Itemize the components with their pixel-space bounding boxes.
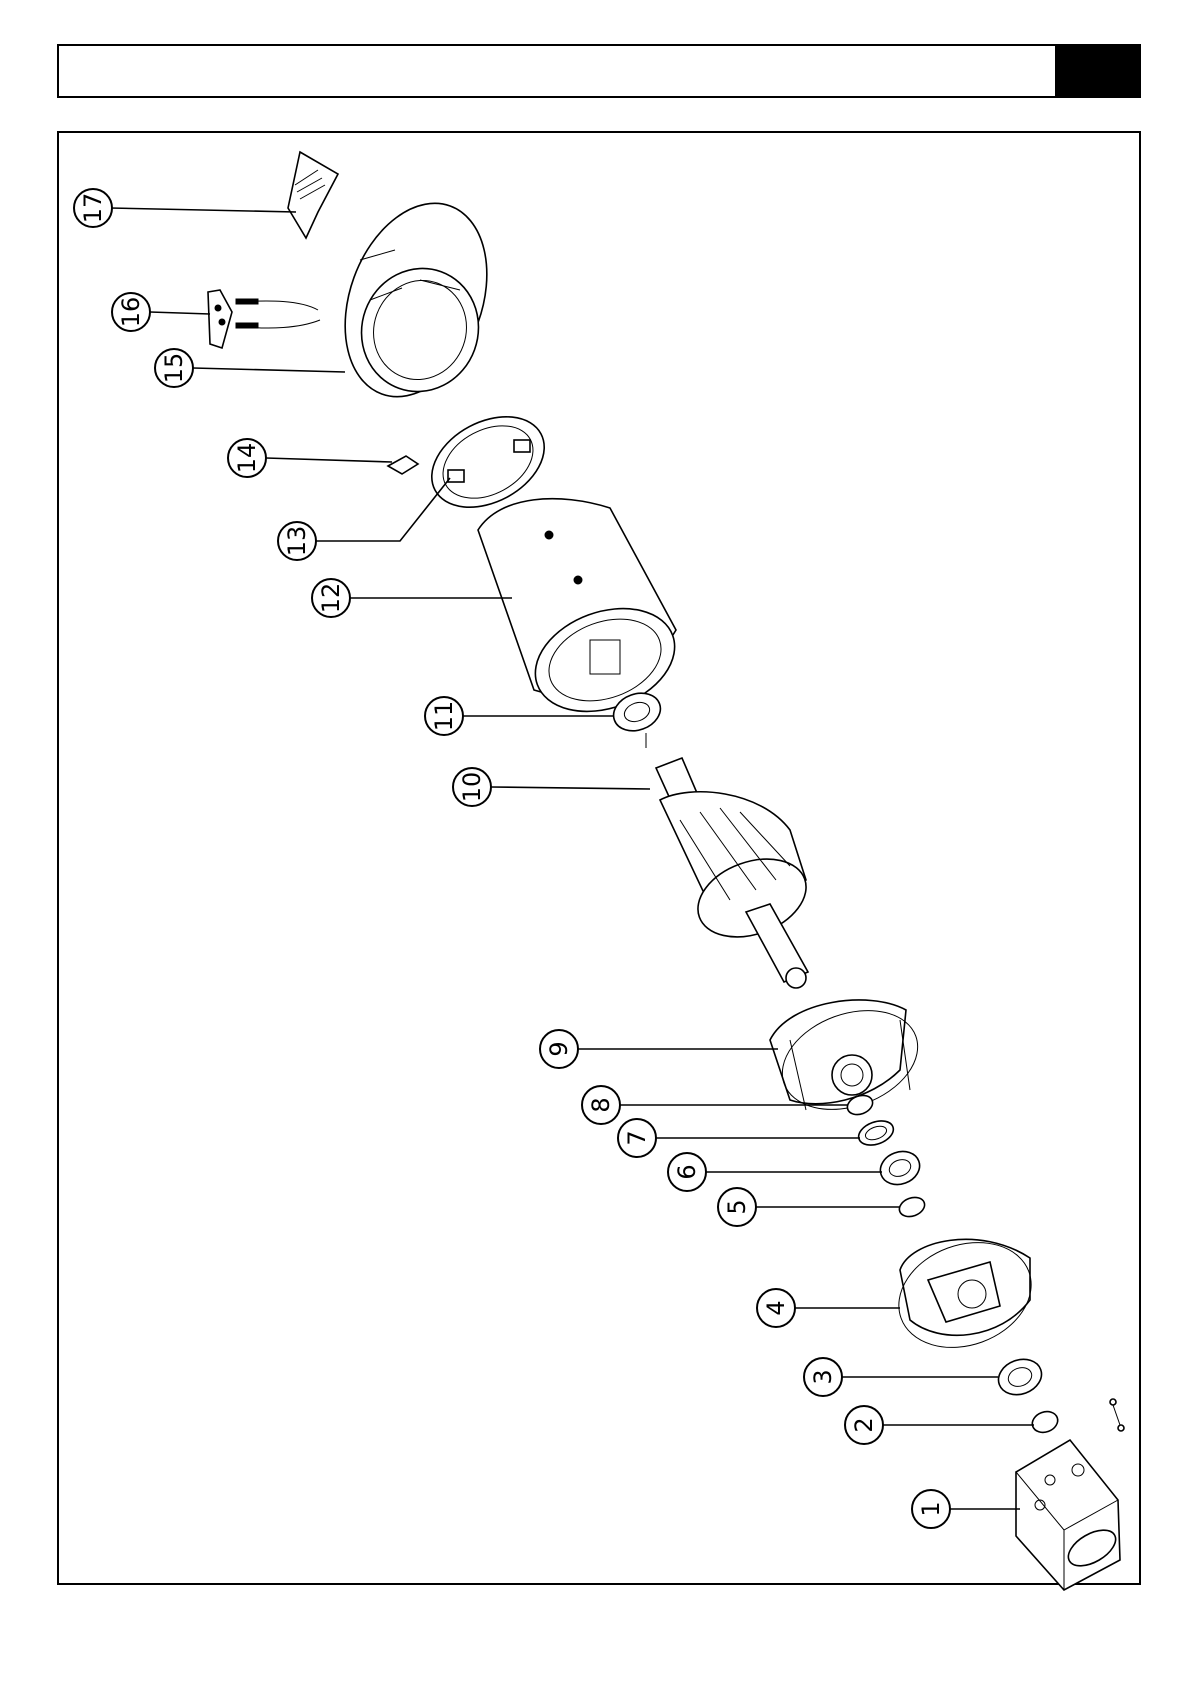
part-4-flange-housing <box>884 1225 1046 1365</box>
leader-15 <box>193 368 345 372</box>
callout-8: 8 <box>582 1086 620 1124</box>
svg-text:16: 16 <box>117 297 145 328</box>
svg-text:6: 6 <box>673 1164 701 1179</box>
callout-12: 12 <box>312 579 350 617</box>
svg-text:17: 17 <box>79 193 107 224</box>
part-2-seal <box>1029 1408 1060 1436</box>
svg-text:11: 11 <box>430 701 458 732</box>
svg-text:1: 1 <box>917 1501 945 1516</box>
part-5-snap-ring <box>897 1194 928 1220</box>
part-3-bearing <box>994 1354 1047 1401</box>
callout-17: 17 <box>74 189 112 227</box>
leader-17 <box>110 208 296 212</box>
callout-2: 2 <box>845 1406 883 1444</box>
callout-10: 10 <box>453 768 491 806</box>
part-6-bearing <box>876 1146 925 1190</box>
callout-3: 3 <box>804 1358 842 1396</box>
leader-13 <box>316 478 450 541</box>
part-1-adapter-block <box>1016 1440 1122 1590</box>
callout-9: 9 <box>540 1030 578 1068</box>
part-14-spring-clip <box>388 456 418 474</box>
svg-text:5: 5 <box>723 1199 751 1214</box>
leader-16 <box>150 312 210 314</box>
svg-text:4: 4 <box>762 1300 790 1315</box>
svg-text:10: 10 <box>458 772 486 803</box>
callout-7: 7 <box>618 1119 656 1157</box>
callout-6: 6 <box>668 1153 706 1191</box>
part-bolt <box>1110 1399 1124 1431</box>
svg-text:2: 2 <box>850 1417 878 1432</box>
part-7-washer <box>855 1117 896 1150</box>
part-10-armature <box>656 758 817 988</box>
svg-text:15: 15 <box>160 353 188 384</box>
svg-text:13: 13 <box>283 526 311 557</box>
callout-5: 5 <box>718 1188 756 1226</box>
callout-16: 16 <box>112 293 150 331</box>
callout-11: 11 <box>425 697 463 735</box>
part-17-cover-plate <box>288 152 338 238</box>
svg-text:14: 14 <box>233 443 261 474</box>
callout-1: 1 <box>912 1490 950 1528</box>
callout-13: 13 <box>278 522 316 560</box>
svg-text:3: 3 <box>809 1369 837 1384</box>
part-12-stator-yoke <box>478 499 689 730</box>
part-16-brush-block <box>208 290 320 348</box>
callout-4: 4 <box>757 1289 795 1327</box>
svg-text:12: 12 <box>317 583 345 614</box>
part-15-end-housing <box>320 183 512 416</box>
svg-text:8: 8 <box>587 1097 615 1112</box>
svg-text:7: 7 <box>623 1130 651 1145</box>
callout-14: 14 <box>228 439 266 477</box>
leader-14 <box>266 458 392 462</box>
callout-15: 15 <box>155 349 193 387</box>
svg-text:9: 9 <box>545 1041 573 1056</box>
leader-10 <box>491 787 650 789</box>
